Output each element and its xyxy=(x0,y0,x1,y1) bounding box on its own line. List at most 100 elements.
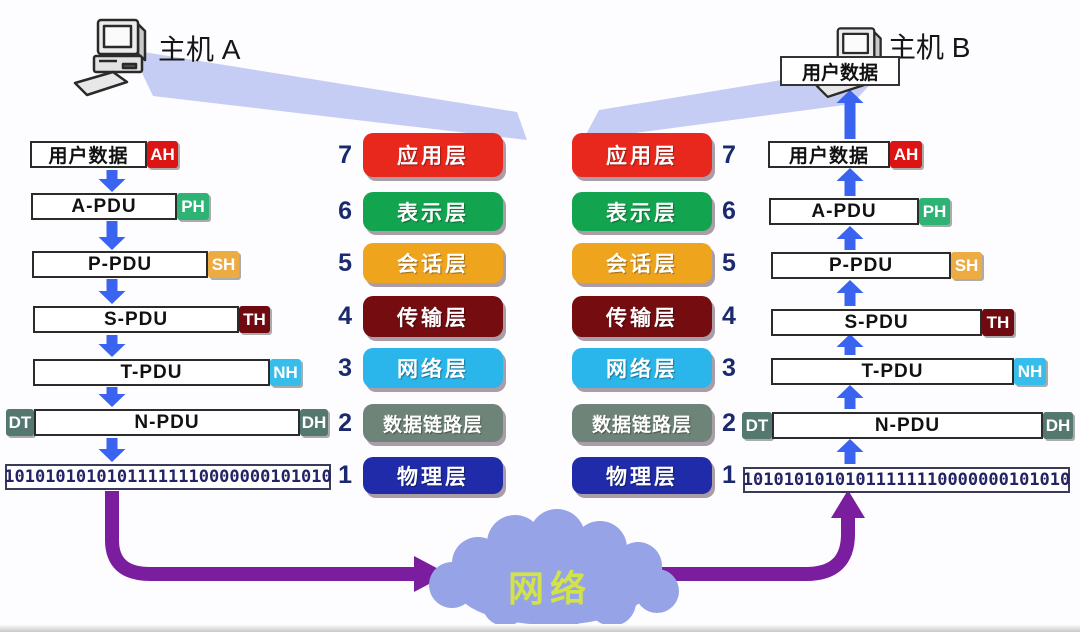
header-tag-dh-left: DH xyxy=(300,409,328,436)
osi-layer-transport-left: 传输层 xyxy=(363,296,503,337)
layer-number: 2 xyxy=(722,409,736,437)
layer-number: 5 xyxy=(722,249,736,277)
up-arrow-icon xyxy=(836,439,864,464)
network-arrow-right xyxy=(662,517,855,581)
transmission-beam-left xyxy=(131,50,527,140)
trailer-tag-dt-right: DT xyxy=(742,412,772,439)
network-cloud-icon xyxy=(429,509,679,632)
down-arrow-icon xyxy=(98,335,126,357)
osi-layer-presentation-left: 表示层 xyxy=(363,192,503,231)
encapsulation-arrows-down xyxy=(98,170,126,462)
layer-number: 1 xyxy=(722,461,736,489)
layer-number: 6 xyxy=(338,197,352,225)
up-arrow-icon xyxy=(836,280,864,306)
osi-layer-application-left: 应用层 xyxy=(363,133,503,177)
pdu-box-t-pdu-right: T-PDU xyxy=(771,358,1014,385)
layer-number: 7 xyxy=(722,141,736,169)
down-arrow-icon xyxy=(98,438,126,462)
host-a-label: 主机 A xyxy=(158,34,241,65)
pdu-label: T-PDU xyxy=(861,360,924,382)
header-tag-ph-left: PH xyxy=(177,193,209,220)
layer-number: 2 xyxy=(338,409,352,437)
layer-number: 4 xyxy=(338,302,352,330)
pdu-box-s-pdu-right: S-PDU xyxy=(771,309,982,336)
osi-layer-transport-right: 传输层 xyxy=(572,296,712,337)
header-tag-ah-right: AH xyxy=(890,141,922,168)
pdu-box-p-pdu-left: P-PDU xyxy=(32,251,208,278)
pdu-label: P-PDU xyxy=(87,253,153,275)
frame-bottom-edge xyxy=(0,624,1080,632)
up-arrow-icon xyxy=(836,334,864,355)
pdu-label: A-PDU xyxy=(71,195,137,217)
pdu-label: S-PDU xyxy=(844,311,909,333)
pdu-label: T-PDU xyxy=(120,361,183,383)
network-arrow-left xyxy=(105,491,416,581)
pdu-label: A-PDU xyxy=(811,200,877,222)
down-arrow-icon xyxy=(98,279,126,304)
pdu-label: 用户数据 xyxy=(788,146,869,167)
header-tag-ph-right: PH xyxy=(919,198,950,225)
pdu-label: N-PDU xyxy=(134,411,200,433)
osi-layer-session-left: 会话层 xyxy=(363,243,503,283)
host-b-label: 主机 B xyxy=(888,32,971,63)
network-cloud-label: 网络 xyxy=(507,568,592,609)
host-a-computer-icon xyxy=(73,18,147,97)
layer-number: 4 xyxy=(722,302,736,330)
down-arrow-icon xyxy=(98,170,126,192)
down-arrow-icon xyxy=(98,221,126,250)
pdu-box-a-pdu-right: A-PDU xyxy=(769,198,919,225)
up-arrow-icon xyxy=(836,226,864,250)
osi-layer-physical-right: 物理层 xyxy=(572,457,712,494)
up-arrow-icon xyxy=(836,90,864,139)
network-path-arrows xyxy=(105,490,865,592)
header-tag-nh-left: NH xyxy=(270,359,301,386)
pdu-box-user-data-right: 用户数据 xyxy=(768,141,890,168)
network-arrow-right-head-icon xyxy=(831,490,865,518)
pdu-box-p-pdu-right: P-PDU xyxy=(771,252,951,279)
osi-layer-presentation-right: 表示层 xyxy=(572,192,712,231)
osi-layer-network-left: 网络层 xyxy=(363,348,503,388)
osi-layer-session-right: 会话层 xyxy=(572,243,712,283)
up-arrow-icon xyxy=(836,385,864,409)
header-tag-dh-right: DH xyxy=(1043,412,1073,439)
pdu-label: 用户数据 xyxy=(48,146,129,167)
pdu-box-t-pdu-left: T-PDU xyxy=(33,359,270,386)
header-tag-sh-right: SH xyxy=(951,252,982,279)
osi-layer-datalink-right: 数据链路层 xyxy=(572,404,712,442)
header-tag-th-left: TH xyxy=(239,306,270,333)
header-tag-nh-right: NH xyxy=(1014,358,1046,385)
layer-number: 1 xyxy=(338,461,352,489)
layer-number: 7 xyxy=(338,141,352,169)
down-arrow-icon xyxy=(98,387,126,407)
osi-layer-application-right: 应用层 xyxy=(572,133,712,177)
bitstream-label: 10101010101011111110000000101010 xyxy=(4,467,332,487)
header-tag-th-right: TH xyxy=(982,309,1014,336)
header-tag-ah-left: AH xyxy=(147,141,178,168)
pdu-label: S-PDU xyxy=(103,308,169,330)
host-b-user-data-box: 用户数据 xyxy=(780,56,900,86)
bitstream-box-left: 10101010101011111110000000101010 xyxy=(4,464,332,490)
pdu-label: P-PDU xyxy=(828,254,894,276)
decapsulation-arrows-up xyxy=(836,90,864,464)
pdu-label: N-PDU xyxy=(874,414,941,436)
network-arrow-left-head-icon xyxy=(414,556,448,592)
pdu-box-user-data-left: 用户数据 xyxy=(30,141,147,168)
osi-layer-network-right: 网络层 xyxy=(572,348,712,388)
layer-number: 5 xyxy=(338,249,352,277)
pdu-box-n-pdu-left: N-PDU xyxy=(34,409,300,436)
bitstream-label: 10101010101011111110000000101010 xyxy=(742,470,1071,490)
pdu-box-s-pdu-left: S-PDU xyxy=(33,306,239,333)
header-tag-sh-left: SH xyxy=(208,251,239,278)
osi-layer-physical-left: 物理层 xyxy=(363,457,503,494)
up-arrow-icon xyxy=(836,168,864,196)
osi-layer-datalink-left: 数据链路层 xyxy=(363,404,503,442)
layer-number: 3 xyxy=(338,354,352,382)
layer-number: 3 xyxy=(722,354,736,382)
trailer-tag-dt-left: DT xyxy=(6,409,34,436)
host-b-user-data-label: 用户数据 xyxy=(801,62,878,84)
pdu-box-n-pdu-right: N-PDU xyxy=(772,412,1043,439)
pdu-box-a-pdu-left: A-PDU xyxy=(31,193,177,220)
bitstream-box-right: 10101010101011111110000000101010 xyxy=(743,467,1070,493)
